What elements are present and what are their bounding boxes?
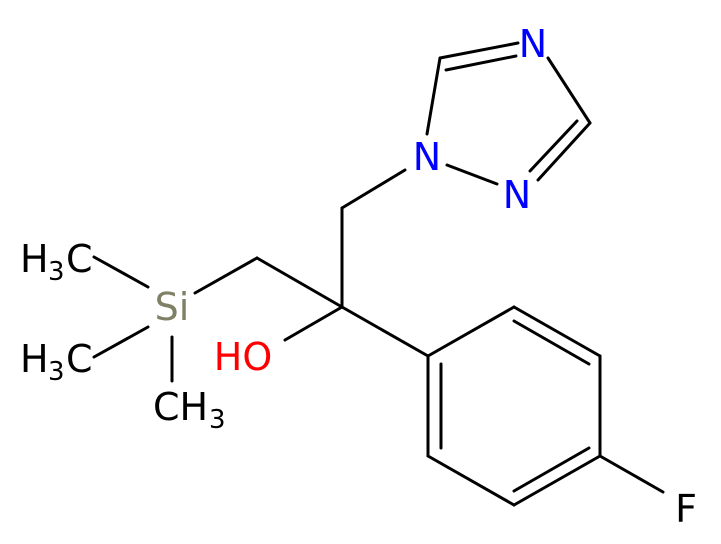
bond-cq-oh	[283, 305, 344, 342]
bond-c5-n4	[438, 41, 520, 60]
bond-c3-n2	[536, 121, 592, 182]
atom-fluorine: F	[675, 487, 697, 531]
methyl-group-3: CH 3	[153, 385, 226, 435]
methyl-1-h: H	[20, 237, 49, 281]
bond-ar2-ar3	[512, 305, 602, 358]
bond-n1-c5	[425, 56, 442, 136]
bond-c3-n2-double	[528, 119, 579, 173]
methyl-2-subscript: 3	[48, 357, 65, 387]
bond-n1-ch2	[340, 168, 407, 210]
bonds	[92, 41, 665, 507]
bond-ch2si-si	[193, 256, 259, 295]
methyl-group-2: H 3 C	[20, 337, 93, 387]
methyl-group-1: H 3 C	[20, 237, 93, 287]
bond-n2-n1	[445, 163, 499, 186]
methyl-3-subscript: 3	[209, 405, 226, 435]
bond-si-me1	[92, 255, 150, 289]
bond-ar4-f	[598, 454, 665, 494]
atom-n-bottom: N	[503, 173, 531, 217]
atom-hydroxyl: HO	[214, 335, 272, 379]
atom-silicon: Si	[155, 285, 190, 329]
bond-cq-ch2si	[255, 256, 344, 309]
bond-c5-n4-double	[444, 54, 518, 72]
methyl-3-ch: CH	[153, 385, 208, 429]
atom-labels: N N N Si HO F H 3 C H 3 C CH 3	[20, 22, 697, 531]
methyl-1-c: C	[66, 237, 93, 281]
bond-ar2-ar3-inner	[512, 319, 591, 366]
bond-n4-c3	[546, 56, 592, 125]
bond-ar4-ar5	[512, 454, 602, 507]
bond-ar5-ar6	[426, 454, 516, 507]
atom-n-top: N	[519, 22, 547, 66]
bond-ar4-ar5-inner	[512, 446, 591, 493]
bond-si-me2	[92, 325, 150, 359]
bond-ar1-ar2	[426, 305, 516, 358]
methyl-1-subscript: 3	[48, 257, 65, 287]
bond-cq-aryl	[340, 305, 430, 358]
methyl-2-c: C	[66, 337, 93, 381]
atom-n-attached: N	[413, 135, 441, 179]
methyl-2-h: H	[20, 337, 49, 381]
